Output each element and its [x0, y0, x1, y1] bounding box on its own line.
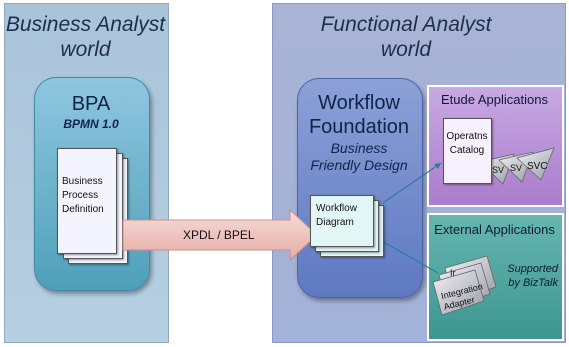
wf-line2: Foundation — [308, 116, 410, 138]
functional-analyst-title: Functional Analyst world — [316, 12, 496, 62]
xpdl-bpel-label: XPDL / BPEL — [183, 228, 255, 242]
fa-title-line1: Functional Analyst — [320, 13, 492, 36]
supported-line1: Supported — [507, 263, 558, 275]
supported-line2: by BizTalk — [508, 277, 558, 289]
business-analyst-title: Business Analyst world — [4, 12, 167, 62]
external-connector-line — [379, 239, 439, 274]
business-process-document — [57, 148, 117, 254]
bpd-line2: Process — [62, 190, 99, 201]
workflow-foundation-box — [297, 78, 423, 298]
svc-label-1: SV — [492, 165, 505, 175]
adapter-card-front — [432, 269, 485, 316]
catalog-line1: Operatns — [446, 131, 488, 142]
etude-connector-line — [382, 162, 442, 204]
bpd-label: Business Process Definition — [62, 175, 104, 217]
bpd-line1: Business — [62, 176, 103, 187]
workflow-diagram-document — [310, 195, 374, 247]
workflow-foundation-title: Workflow Foundation — [297, 91, 421, 139]
bpa-subtitle: BPMN 1.0 — [63, 117, 119, 131]
bpa-name: BPA — [71, 93, 111, 115]
etude-applications-title: Etude Applications — [441, 92, 548, 107]
adapter-back-label: Ir — [450, 268, 456, 278]
integration-adapter-stack — [432, 255, 497, 316]
operations-catalog-label: Operatns Catalog — [446, 130, 488, 158]
external-applications-title: External Applications — [434, 222, 555, 237]
wf-line1: Workflow — [318, 92, 400, 114]
workflow-diagram-label: Workflow Diagram — [316, 202, 357, 230]
wf-sub2: Friendly Design — [310, 157, 408, 173]
ba-title-line1: Business Analyst — [5, 13, 166, 36]
workflow-subtitle: Business Friendly Design — [297, 140, 421, 174]
service-triangle-3 — [516, 147, 555, 181]
svc-label-2: SV — [510, 163, 523, 173]
etude-connector-arrowhead — [434, 163, 441, 169]
operations-catalog-document — [443, 118, 492, 184]
bpd-line3: Definition — [62, 204, 104, 215]
svc-label-3: SVC — [527, 161, 548, 172]
catalog-line2: Catalog — [449, 145, 485, 156]
fa-title-line2: world — [380, 38, 432, 61]
xpdl-bpel-arrow — [122, 208, 318, 262]
wfd-line1: Workflow — [316, 203, 357, 214]
ba-title-line2: world — [60, 38, 111, 61]
supported-by-biztalk: Supported by BizTalk — [494, 262, 558, 290]
wf-sub1: Business — [330, 140, 388, 156]
wfd-line2: Diagram — [316, 217, 354, 228]
